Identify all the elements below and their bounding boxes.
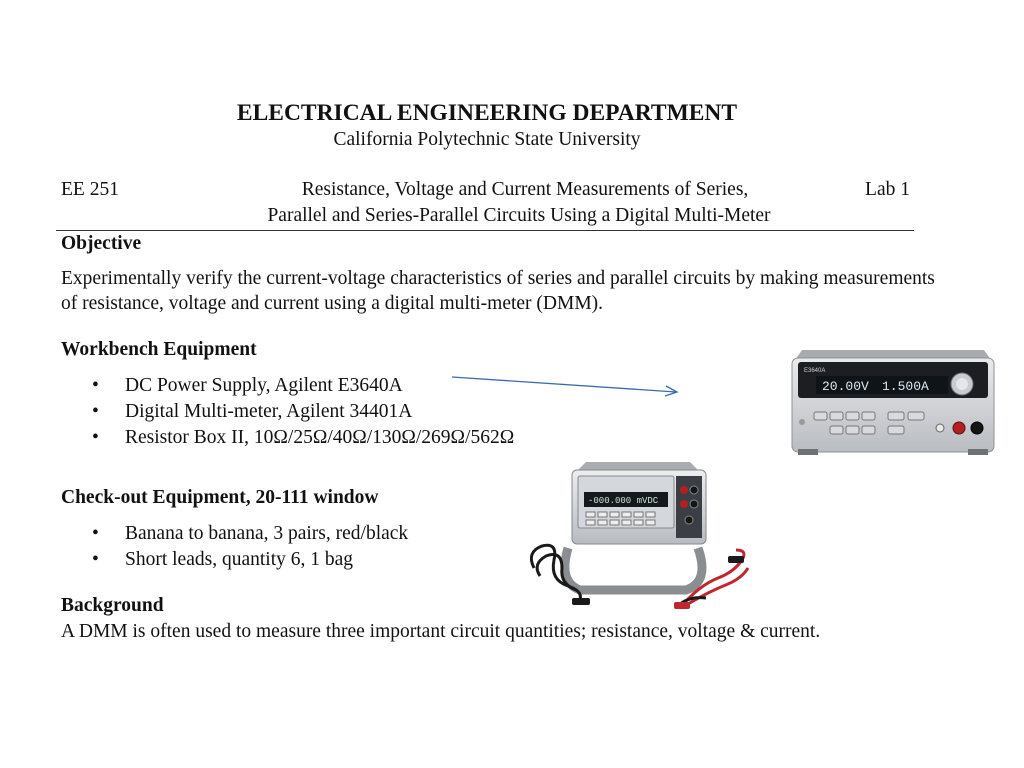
course-number: EE 251 bbox=[61, 179, 119, 200]
workbench-list: • DC Power Supply, Agilent E3640A • Digita… bbox=[61, 373, 514, 451]
header-divider bbox=[56, 230, 914, 231]
objective-heading: Objective bbox=[61, 233, 142, 254]
pointer-arrow bbox=[451, 376, 679, 397]
objective-text: Experimentally verify the current-voltag… bbox=[61, 268, 935, 314]
item-text: Digital Multi-meter, Agilent 34401A bbox=[125, 401, 413, 422]
department-title: ELECTRICAL ENGINEERING DEPARTMENT bbox=[236, 100, 738, 126]
lab-title-line-1: Resistance, Voltage and Current Measurem… bbox=[301, 179, 749, 200]
item-text: Short leads, quantity 6, 1 bag bbox=[125, 549, 354, 570]
university-name: California Polytechnic State University bbox=[333, 129, 641, 150]
list-item: • Short leads, quantity 6, 1 bag bbox=[61, 547, 408, 573]
bullet: • bbox=[92, 401, 99, 422]
workbench-heading: Workbench Equipment bbox=[61, 339, 257, 360]
ps-voltage-readout: 20.00V bbox=[822, 379, 869, 394]
power-supply-photo: E3640A 20.00V 1.500A bbox=[791, 350, 995, 455]
lab-title-line-2: Parallel and Series-Parallel Circuits Us… bbox=[267, 205, 771, 226]
list-item: • Digital Multi-meter, Agilent 34401A bbox=[61, 399, 514, 425]
background-heading: Background bbox=[61, 595, 164, 616]
list-item: • Banana to banana, 3 pairs, red/black bbox=[61, 521, 408, 547]
checkout-heading: Check-out Equipment, 20-111 window bbox=[61, 487, 379, 508]
background-text: A DMM is often used to measure three imp… bbox=[61, 621, 821, 642]
item-text: DC Power Supply, Agilent E3640A bbox=[125, 375, 403, 396]
ps-model-label: E3640A bbox=[804, 368, 825, 374]
item-text: Banana to banana, 3 pairs, red/black bbox=[125, 523, 409, 544]
dmm-readout: -000.000 mVDC bbox=[588, 496, 659, 506]
dmm-photo: -000.000 mVDC bbox=[529, 462, 750, 609]
item-text: Resistor Box II, 10Ω/25Ω/40Ω/130Ω/269Ω/5… bbox=[125, 427, 515, 448]
lab-number: Lab 1 bbox=[865, 179, 910, 200]
ps-current-readout: 1.500A bbox=[882, 379, 929, 394]
list-item: • Resistor Box II, 10Ω/25Ω/40Ω/130Ω/269Ω/… bbox=[61, 425, 514, 451]
bullet: • bbox=[92, 549, 99, 570]
bullet: • bbox=[92, 427, 99, 448]
list-item: • DC Power Supply, Agilent E3640A bbox=[61, 373, 514, 399]
bullet: • bbox=[92, 375, 99, 396]
bullet: • bbox=[92, 523, 99, 544]
checkout-list: • Banana to banana, 3 pairs, red/black • S… bbox=[61, 521, 408, 573]
